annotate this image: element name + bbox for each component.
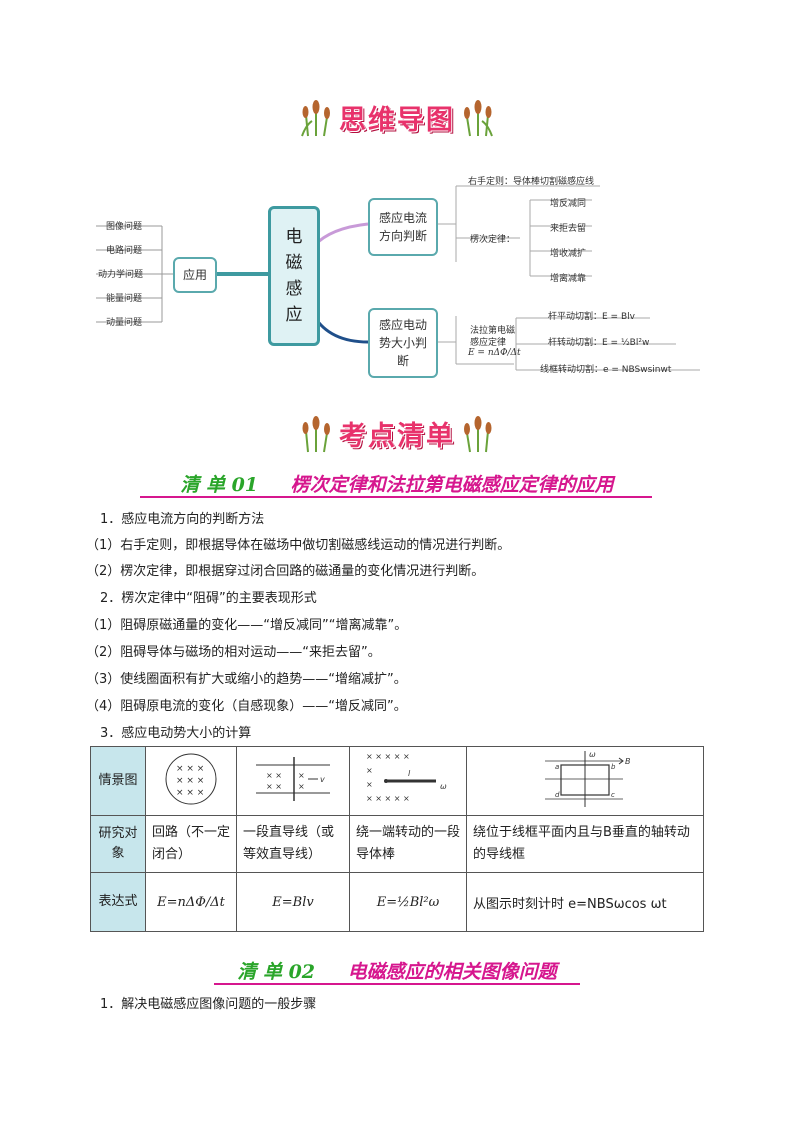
svg-text:×: × (298, 771, 305, 780)
svg-text:a: a (555, 763, 559, 771)
list-01-number: 清 单 01 (180, 474, 259, 496)
scene-wire-figure: × × × × × × v (236, 746, 350, 816)
svg-text:v: v (320, 775, 325, 784)
direction-node: 感应电流方向判断 (368, 198, 438, 256)
list-01-heading: 清 单 01 楞次定律和法拉第电磁感应定律的应用 (0, 470, 794, 497)
scene-frame-figure: B ω a b d c (466, 746, 704, 816)
emf-item-translate: 杆平动切割：E = Blv (548, 312, 635, 322)
svg-text:× × × × ×: × × × × × (366, 794, 410, 803)
svg-text:× ×: × × (266, 782, 282, 791)
rotating-frame-icon: B ω a b d c (545, 750, 631, 807)
list-02-heading: 清 单 02 电磁感应的相关图像问题 (0, 957, 794, 984)
list-01-line: 3．感应电动势大小的计算 (100, 726, 252, 741)
svg-text:d: d (555, 791, 560, 799)
list-01-line: （4）阻碍原电流的变化（自感现象）——“增反减同”。 (86, 699, 407, 714)
svg-text:ω: ω (440, 782, 447, 791)
svg-text:× ×: × × (266, 771, 282, 780)
apply-item-momentum: 动量问题 (106, 318, 143, 328)
list-01-title: 楞次定律和法拉第电磁感应定律的应用 (290, 474, 614, 496)
checklist-title: 考点清单 (339, 421, 455, 452)
list-01-underline (140, 496, 652, 498)
list-01-line: （2）阻碍导体与磁场的相对运动——“来拒去留”。 (86, 645, 381, 660)
list-01-line: （2）楞次定律，即根据穿过闭合回路的磁通量的变化情况进行判断。 (86, 564, 485, 579)
cattail-left-icon (300, 99, 330, 136)
emf-item-rotate: 杆转动切割：E = ½Bl²w (548, 338, 650, 348)
list-01-line: 1．感应电流方向的判断方法 (100, 512, 265, 527)
right-hand-rule: 右手定则：导体棒切割磁感应线 (468, 177, 595, 187)
svg-text:l: l (408, 769, 411, 778)
core-char: 磁 (285, 253, 303, 273)
lenz-item: 增离减靠 (550, 274, 587, 284)
core-char: 应 (285, 305, 303, 325)
core-node: 电 磁 感 应 (268, 206, 320, 346)
lenz-item: 增反减同 (550, 199, 587, 209)
apply-item-dynamics: 动力学问题 (98, 270, 144, 280)
checklist-section-title: 考点清单 (0, 414, 794, 453)
svg-text:× × ×: × × × (176, 764, 204, 774)
list-02-underline (214, 983, 580, 985)
svg-text:B: B (625, 757, 631, 766)
apply-node: 应用 (173, 257, 217, 293)
formula-wire: E=Blv (236, 872, 350, 932)
object-loop: 回路（不一定闭合） (145, 815, 237, 873)
row-head-object: 研究对象 (90, 815, 146, 873)
formula-rod: E=½Bl²ω (349, 872, 467, 932)
svg-text:b: b (611, 763, 616, 771)
emf-node-label: 感应电动势大小判断 (378, 318, 427, 368)
svg-text:ω: ω (589, 750, 596, 759)
apply-item-circuit: 电路问题 (106, 246, 143, 256)
svg-text:c: c (611, 791, 615, 799)
core-char: 电 (285, 227, 303, 247)
scene-rod-figure: × × × × × × × × × × × × l ω (349, 746, 467, 816)
faraday-formula: E = nΔΦ/Δt (468, 348, 521, 358)
cattail-left-icon (302, 415, 330, 452)
svg-text:×: × (298, 782, 305, 791)
list-02-title: 电磁感应的相关图像问题 (347, 961, 557, 983)
apply-item-energy: 能量问题 (106, 294, 143, 304)
object-frame: 绕位于线框平面内且与B垂直的轴转动的导线框 (466, 815, 704, 873)
circular-field-icon: × × × × × × × × × (165, 753, 217, 805)
direction-node-label: 感应电流方向判断 (378, 211, 427, 243)
emf-node: 感应电动势大小判断 (368, 308, 438, 378)
object-wire: 一段直导线（或等效直导线） (236, 815, 350, 873)
svg-text:× × ×: × × × (176, 776, 204, 786)
faraday-label-2: 感应定律 (470, 338, 507, 348)
cattail-right-icon (464, 415, 492, 452)
core-char: 感 (285, 279, 303, 299)
list-02-line: 1．解决电磁感应图像问题的一般步骤 (100, 997, 317, 1012)
row-head-scene: 情景图 (90, 746, 146, 816)
straight-wire-icon: × × × × × × v (256, 757, 330, 801)
svg-text:× × × × ×: × × × × × (366, 752, 410, 761)
svg-text:×: × (366, 780, 373, 789)
list-02-number: 清 单 02 (237, 961, 316, 983)
rotating-rod-icon: × × × × × × × × × × × × l ω (366, 752, 447, 803)
list-01-line: 2．楞次定律中“阻碍”的主要表现形式 (100, 591, 317, 606)
mindmap-section-title: 思维导图 (0, 98, 794, 137)
svg-text:×: × (366, 766, 373, 775)
apply-item-graph: 图像问题 (106, 222, 143, 232)
list-01-line: （1）右手定则，即根据导体在磁场中做切割磁感线运动的情况进行判断。 (86, 538, 511, 553)
lenz-item: 增收减扩 (550, 249, 587, 259)
svg-text:× × ×: × × × (176, 788, 204, 798)
scene-loop-figure: × × × × × × × × × (145, 746, 237, 816)
lenz-label: 楞次定律： (470, 235, 516, 245)
emf-table: 情景图 × × × × × × × × × × × × × × × v (90, 746, 704, 932)
formula-frame: 从图示时刻计时 e=NBSωcos ωt (466, 872, 704, 932)
list-01-line: （3）使线圈面积有扩大或缩小的趋势——“增缩减扩”。 (86, 672, 407, 687)
faraday-label-1: 法拉第电磁 (470, 326, 516, 336)
cattail-right-icon (464, 99, 494, 136)
emf-item-frame: 线框转动切割：e = NBSwsinwt (540, 365, 672, 375)
lenz-item: 来拒去留 (550, 224, 587, 234)
row-head-formula: 表达式 (90, 872, 146, 932)
mindmap-title: 思维导图 (339, 105, 455, 136)
list-01-line: （1）阻碍原磁通量的变化——“增反减同”“增离减靠”。 (86, 618, 408, 633)
formula-loop: E=nΔΦ/Δt (145, 872, 237, 932)
object-rod: 绕一端转动的一段导体棒 (349, 815, 467, 873)
